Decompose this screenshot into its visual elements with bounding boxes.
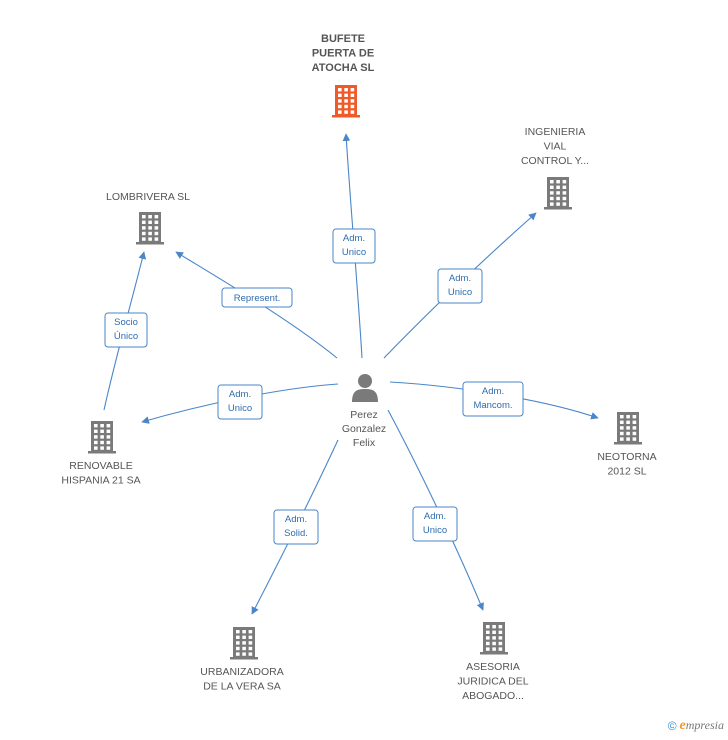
- company-label-line: CONTROL Y...: [521, 155, 589, 167]
- brand-logo: empresia: [679, 718, 724, 733]
- company-label-asesoria[interactable]: ASESORIA JURIDICA DEL ABOGADO...: [457, 661, 528, 702]
- company-label-line: ATOCHA SL: [312, 62, 375, 74]
- edge-label-bufete[interactable]: Adm. Unico: [332, 228, 376, 264]
- person-label-line: Gonzalez: [342, 423, 386, 435]
- edge-label-neotorna[interactable]: Adm. Mancom.: [462, 381, 524, 417]
- company-label-line: URBANIZADORA: [200, 666, 283, 678]
- company-label-line: VIAL: [544, 141, 567, 153]
- building-icon-neotorna[interactable]: [614, 412, 642, 445]
- edge-label-asesoria[interactable]: Adm. Unico: [412, 506, 458, 542]
- edge-label-text: Socio: [114, 317, 138, 328]
- edge-label-lombrivera[interactable]: Represent.: [221, 287, 293, 308]
- edge-label-text: Adm.: [343, 233, 365, 244]
- company-label-lombrivera[interactable]: LOMBRIVERA SL: [106, 191, 190, 203]
- company-label-neotorna[interactable]: NEOTORNA 2012 SL: [597, 451, 656, 478]
- edge-label-text: Unico: [448, 287, 472, 298]
- edge-label-ingenieria[interactable]: Adm. Unico: [437, 268, 483, 304]
- building-icon-lombrivera[interactable]: [136, 212, 164, 245]
- company-label-line: PUERTA DE: [312, 48, 374, 60]
- company-label-line: LOMBRIVERA SL: [106, 191, 190, 203]
- person-label-line: Perez: [350, 409, 377, 421]
- company-label-ingenieria[interactable]: INGENIERIA VIAL CONTROL Y...: [521, 126, 589, 167]
- building-icon-renovable[interactable]: [88, 421, 116, 454]
- person-label-line: Felix: [353, 437, 376, 449]
- edges-layer: [103, 133, 599, 615]
- edge-label-text: Represent.: [234, 293, 280, 304]
- footer-brand[interactable]: © empresia: [668, 718, 724, 734]
- company-label-line: BUFETE: [321, 33, 365, 45]
- company-label-line: INGENIERIA: [525, 126, 586, 138]
- edge-label-text: Único: [114, 331, 138, 342]
- edge-label-text: Adm.: [424, 511, 446, 522]
- edge-labels-layer: Adm.UnicoAdm.UnicoRepresent.Adm.UnicoAdm…: [104, 228, 524, 545]
- edge-label-text: Adm.: [449, 273, 471, 284]
- edge-label-text: Adm.: [285, 514, 307, 525]
- company-label-bufete[interactable]: BUFETE PUERTA DE ATOCHA SL: [312, 33, 375, 74]
- edge-label-text: Unico: [228, 403, 252, 414]
- edge-label-text: Mancom.: [473, 400, 512, 411]
- edge-label-text: Unico: [423, 525, 447, 536]
- edge-label-urbanizadora[interactable]: Adm. Solid.: [273, 509, 319, 545]
- nodes-layer: BUFETE PUERTA DE ATOCHA SL INGENIERIA VIAL CO…: [61, 33, 656, 702]
- company-label-renovable[interactable]: RENOVABLE HISPANIA 21 SA: [61, 460, 140, 487]
- company-label-line: ABOGADO...: [462, 690, 524, 702]
- company-label-urbanizadora[interactable]: URBANIZADORA DE LA VERA SA: [200, 666, 283, 693]
- person-icon[interactable]: [352, 374, 378, 402]
- edge-label-renovable[interactable]: Adm. Unico: [217, 384, 263, 420]
- company-label-line: NEOTORNA: [597, 451, 656, 463]
- building-icon-urbanizadora[interactable]: [230, 627, 258, 660]
- building-icon-bufete[interactable]: [332, 85, 360, 118]
- edge-label-text: Adm.: [229, 389, 251, 400]
- company-label-line: RENOVABLE: [69, 460, 132, 472]
- company-label-line: ASESORIA: [466, 661, 520, 673]
- building-icon-asesoria[interactable]: [480, 622, 508, 655]
- copyright-symbol: ©: [667, 719, 677, 733]
- company-label-line: JURIDICA DEL: [457, 676, 528, 688]
- edge-label-text: Adm.: [482, 386, 504, 397]
- company-label-line: DE LA VERA SA: [203, 681, 281, 693]
- edge-label-text: Unico: [342, 247, 366, 258]
- edge-label-text: Solid.: [284, 528, 308, 539]
- building-icon-ingenieria[interactable]: [544, 177, 572, 210]
- company-label-line: 2012 SL: [607, 466, 646, 478]
- company-label-line: HISPANIA 21 SA: [61, 475, 140, 487]
